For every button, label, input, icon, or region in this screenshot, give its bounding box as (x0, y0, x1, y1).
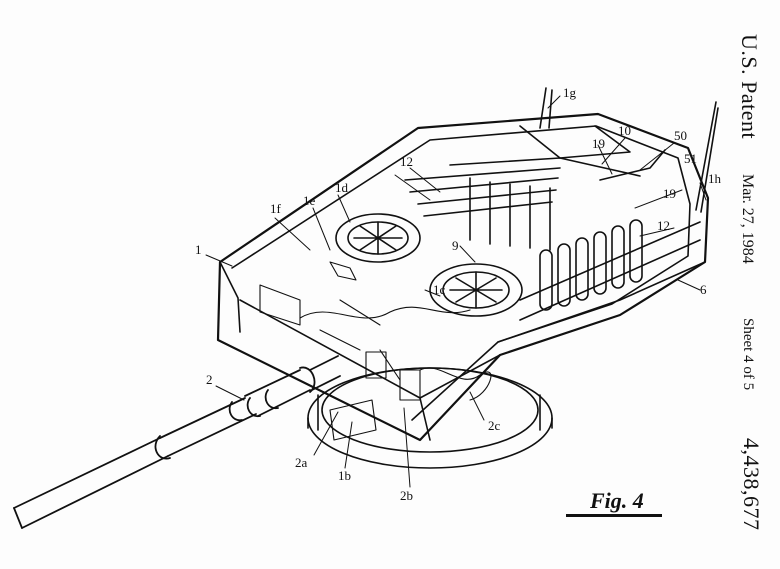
label-51: 51 (684, 151, 697, 166)
leader-lines (205, 95, 707, 488)
antennas (539, 87, 719, 213)
label-10: 10 (618, 123, 631, 138)
label-1d: 1d (335, 180, 349, 195)
label-2: 2 (206, 372, 213, 387)
label-19-side: 19 (663, 186, 676, 201)
label-1h: 1h (708, 171, 722, 186)
label-19-top: 19 (592, 136, 605, 151)
sheet-number: Sheet 4 of 5 (740, 318, 756, 391)
patent-date: Mar. 27, 1984 (739, 174, 756, 264)
label-1f: 1f (270, 201, 282, 216)
label-2c: 2c (488, 418, 501, 433)
label-12-top: 12 (400, 154, 413, 169)
label-2a: 2a (295, 455, 308, 470)
label-1g: 1g (563, 85, 577, 100)
patent-title: U.S. Patent (737, 34, 762, 140)
interior-details (259, 261, 492, 441)
reference-labels: 1 6 2 2a 1b 2b 2c 12 1d 1e 1f 9 1c 19 10… (195, 85, 722, 503)
patent-number: 4,438,677 (739, 438, 764, 531)
label-6: 6 (700, 282, 707, 297)
label-1c: 1c (433, 282, 446, 297)
base-ring (307, 367, 553, 469)
label-1: 1 (195, 242, 202, 257)
label-12-side: 12 (657, 218, 670, 233)
turret-housing (216, 112, 710, 442)
hatches (335, 213, 523, 317)
label-2b: 2b (400, 488, 413, 503)
label-1e: 1e (303, 193, 316, 208)
label-1b: 1b (338, 468, 351, 483)
figure-caption: Fig. 4 (566, 488, 662, 517)
ammo-rack (404, 167, 701, 321)
label-50: 50 (674, 128, 687, 143)
label-9: 9 (452, 238, 459, 253)
gun-barrel (13, 355, 341, 529)
